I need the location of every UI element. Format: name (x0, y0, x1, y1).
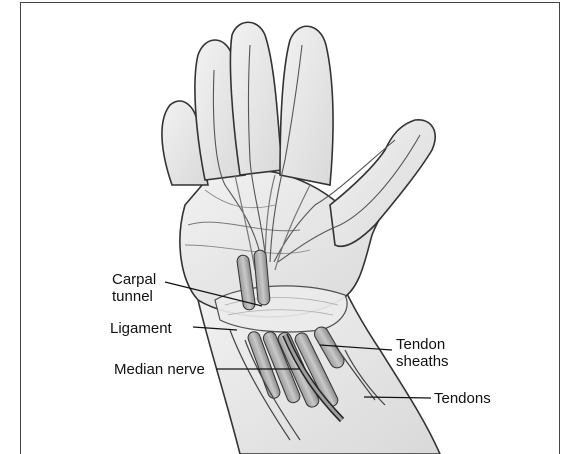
index-finger (280, 26, 333, 185)
label-ligament: Ligament (110, 320, 172, 337)
label-tendon-sheaths: Tendon sheaths (396, 336, 449, 370)
thumb (330, 120, 435, 246)
label-median-nerve: Median nerve (114, 361, 205, 378)
middle-finger (230, 22, 282, 175)
label-carpal-tunnel: Carpal tunnel (112, 271, 156, 305)
ligament-band (215, 286, 347, 332)
label-tendons: Tendons (434, 390, 491, 407)
